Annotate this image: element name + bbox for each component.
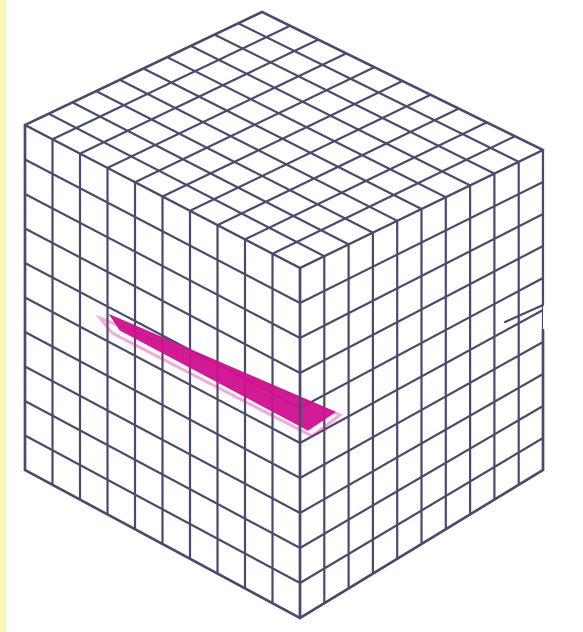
- right-notch-mask: [543, 150, 583, 330]
